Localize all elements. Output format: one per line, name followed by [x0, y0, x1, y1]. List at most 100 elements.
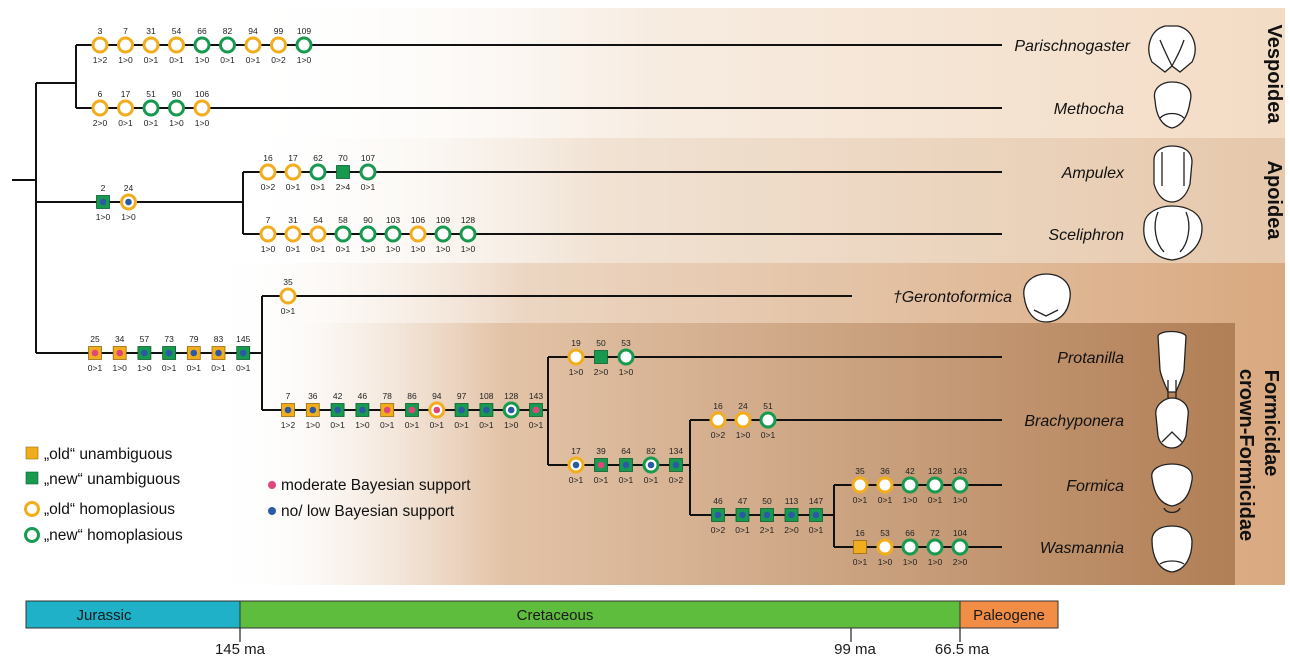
state-change: 1>0 — [461, 244, 476, 254]
character-number: 94 — [432, 391, 442, 401]
state-change: 0>1 — [594, 475, 609, 485]
low-support-dot — [788, 511, 795, 519]
low-support-dot — [309, 406, 317, 414]
low-support-dot — [672, 461, 680, 469]
low-support-dot — [714, 511, 722, 519]
head-illustration-methocha — [1153, 81, 1192, 129]
character-number: 70 — [338, 153, 348, 163]
character-number: 86 — [407, 391, 417, 401]
period-jurassic — [25, 600, 241, 629]
state-change: 0>1 — [430, 420, 445, 430]
clade-label-vespoidea: Vespoidea — [1263, 25, 1285, 125]
character-marker-sceliphron-90: 901>0 — [359, 215, 377, 254]
moderate-support-dot — [408, 406, 416, 414]
character-marker-crown-formicidae-stem-94: 94 0>1 — [428, 391, 446, 430]
state-change: 0>1 — [169, 55, 184, 65]
character-number: 53 — [880, 528, 890, 538]
state-change: 0>1 — [479, 420, 494, 430]
character-marker-formica-wasmannia-stem-47: 470>1 — [735, 496, 750, 535]
state-change: 0>2 — [271, 55, 286, 65]
crown-formicidae-band — [260, 323, 1235, 585]
state-change: 1>0 — [436, 244, 451, 254]
old-homoplasious-ring — [567, 348, 585, 366]
character-marker-apoidea-stem-24: 241>0 — [120, 183, 137, 222]
taxon-protanilla: Protanilla — [1057, 350, 1124, 367]
character-number: 2 — [101, 183, 106, 193]
character-number: 24 — [738, 401, 748, 411]
character-marker-formica-wasmannia-stem-46: 460>2 — [711, 496, 726, 535]
character-number: 73 — [164, 334, 174, 344]
legend-label-low-support: no/ low Bayesian support — [281, 503, 455, 520]
state-change: 0>1 — [246, 55, 261, 65]
old-homoplasious-ring — [409, 225, 427, 243]
taxon-methocha: Methocha — [1054, 101, 1124, 118]
character-number: 34 — [115, 334, 125, 344]
character-number: 39 — [596, 446, 606, 456]
character-number: 7 — [286, 391, 291, 401]
timescale: Jurassic Cretaceous Paleogene 145 ma 99 … — [25, 600, 1059, 657]
character-number: 72 — [930, 528, 940, 538]
new-homoplasious-ring — [901, 476, 919, 494]
new-homoplasious-ring — [295, 36, 313, 54]
state-change: 1>2 — [93, 55, 108, 65]
state-change: 0>1 — [405, 420, 420, 430]
old-homoplasious-ring — [284, 163, 302, 181]
state-change: 1>0 — [355, 420, 370, 430]
new-homoplasious-ring — [901, 538, 919, 556]
head-illustration-gerontoformica — [1023, 273, 1071, 323]
character-marker-wasmannia-72: 721>0 — [926, 528, 944, 567]
new-homoplasious-ring — [951, 476, 969, 494]
taxon-wasmannia: Wasmannia — [1040, 540, 1124, 557]
low-support-dot — [99, 198, 107, 206]
character-number: 17 — [288, 153, 298, 163]
state-change: 1>0 — [878, 557, 893, 567]
character-number: 79 — [189, 334, 199, 344]
old-homoplasious-ring — [91, 36, 109, 54]
legend-label-old-unambiguous: „old“ unambiguous — [44, 446, 173, 463]
character-marker-parischnogaster-54: 540>1 — [168, 26, 185, 65]
taxon-parischnogaster: Parischnogaster — [1014, 38, 1130, 55]
low-support-dot — [359, 406, 366, 414]
taxon-ampulex: Ampulex — [1061, 165, 1125, 182]
character-number: 57 — [140, 334, 150, 344]
old-homoplasious-ring — [279, 287, 297, 305]
new-homoplasious-ring — [926, 476, 944, 494]
character-number: 106 — [195, 89, 209, 99]
character-marker-sceliphron-7: 71>0 — [259, 215, 277, 254]
state-change: 2>4 — [336, 182, 351, 192]
character-number: 82 — [223, 26, 233, 36]
old-homoplasious-ring — [270, 36, 287, 54]
character-number: 16 — [713, 401, 723, 411]
character-marker-parischnogaster-82: 820>1 — [219, 26, 236, 65]
character-number: 66 — [197, 26, 207, 36]
state-change: 0>1 — [529, 420, 544, 430]
state-change: 0>1 — [761, 430, 776, 440]
state-change: 1>0 — [112, 363, 127, 373]
legend: „old“ unambiguous „new“ unambiguous „old… — [24, 446, 471, 544]
vespoidea-band — [230, 8, 1285, 138]
state-change: 1>0 — [903, 557, 918, 567]
low-support-dot — [215, 349, 222, 357]
state-change: 0>1 — [361, 182, 376, 192]
state-change: 0>1 — [809, 525, 824, 535]
character-number: 134 — [669, 446, 683, 456]
new-homoplasious-ring — [168, 99, 185, 117]
state-change: 1>0 — [169, 118, 184, 128]
old-homoplasious-ring — [259, 163, 277, 181]
character-number: 82 — [646, 446, 656, 456]
new-homoplasious-ring — [309, 163, 327, 181]
state-change: 1>0 — [619, 367, 634, 377]
legend-label-moderate-support: moderate Bayesian support — [281, 477, 471, 494]
character-marker-methocha-51: 510>1 — [142, 89, 160, 128]
character-number: 58 — [338, 215, 348, 225]
character-marker-brachyponera-24: 241>0 — [734, 401, 752, 440]
legend-swatch-old-homoplasious — [24, 501, 40, 517]
moderate-support-dot — [597, 461, 605, 469]
state-change: 2>0 — [953, 557, 968, 567]
